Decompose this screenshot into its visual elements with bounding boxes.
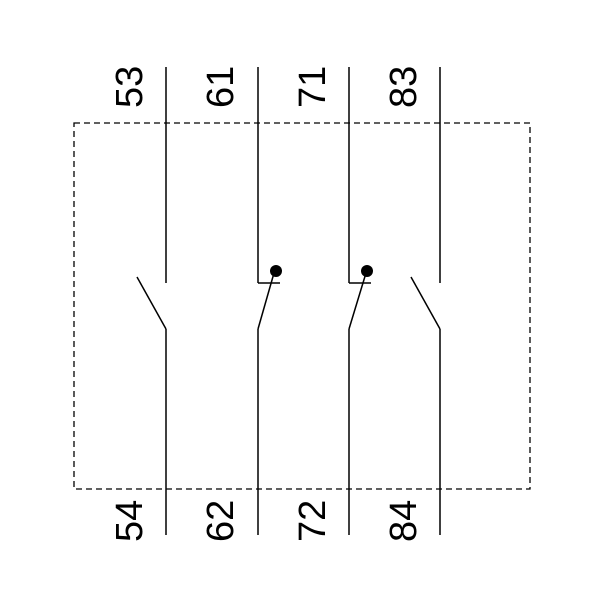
terminal-label-83: 83	[383, 66, 425, 108]
pivot-dot-icon	[270, 265, 282, 277]
contact-nc-71-72	[348, 67, 373, 535]
switch-blade-no	[410, 276, 441, 330]
terminal-label-62: 62	[200, 500, 242, 542]
switch-blade-nc	[257, 272, 275, 330]
terminal-label-53: 53	[109, 66, 151, 108]
terminal-label-61: 61	[200, 66, 242, 108]
terminal-label-54: 54	[109, 500, 151, 542]
contact-nc-61-62	[257, 67, 282, 535]
pivot-dot-icon	[361, 265, 373, 277]
switch-blade-no	[136, 276, 167, 330]
enclosure-dashed-box	[73, 122, 531, 490]
contact-no-53-54	[136, 67, 167, 535]
contact-no-83-84	[410, 67, 441, 535]
terminal-label-84: 84	[383, 500, 425, 542]
terminal-label-71: 71	[292, 66, 334, 108]
terminal-label-72: 72	[292, 500, 334, 542]
switch-blade-nc	[348, 272, 367, 330]
